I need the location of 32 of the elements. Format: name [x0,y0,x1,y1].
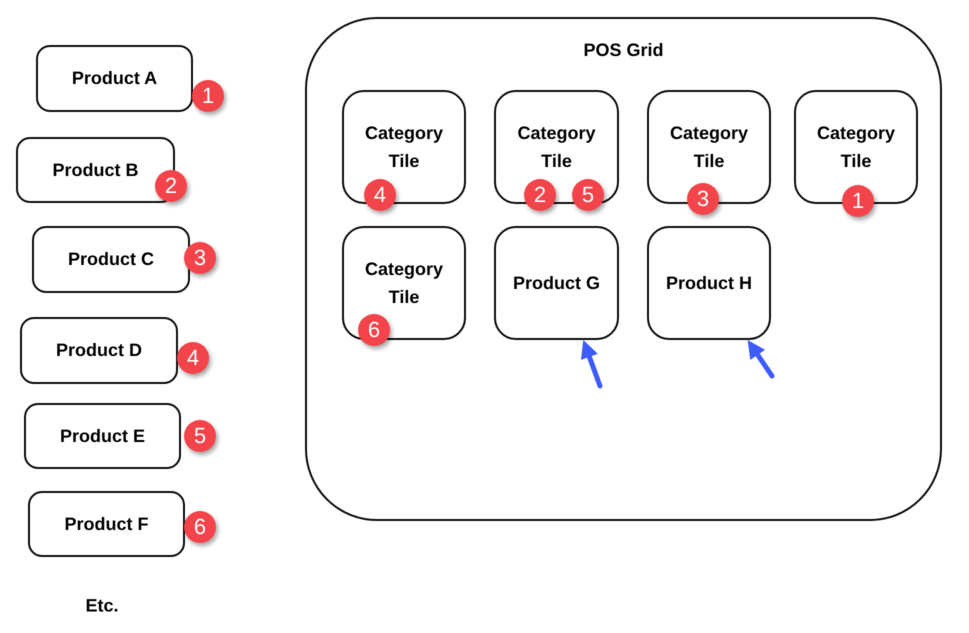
grid-title: POS Grid [584,40,664,61]
product-tile [647,226,771,340]
tile-label: Category Tile [668,122,750,173]
callout-number: 1 [192,80,224,112]
callout-number: 4 [177,342,209,374]
product-label: Product D [56,340,142,361]
callout-number: 6 [358,314,390,346]
arrow [580,338,602,388]
tile-label: Category Tile [364,258,444,309]
product-label: Product H [666,272,752,294]
callout-number: 5 [572,179,604,211]
callout-number: 4 [364,179,396,211]
callout-number: 2 [155,170,187,202]
callout-number: 2 [524,179,556,211]
product-label: Product A [72,68,158,89]
product-label: Product E [60,426,145,446]
note-text: Etc. [86,596,118,616]
product-label: Product F [64,514,148,534]
product-label: Product G [512,272,600,294]
tile-label: Category Tile [516,122,597,173]
tile-label: Category Tile [364,122,444,173]
arrow [745,338,774,378]
callout-number: 1 [842,185,874,217]
product-tile [494,226,619,340]
product-label: Product B [52,160,138,180]
callout-number: 3 [687,183,719,215]
grid-panel [305,17,942,521]
callout-number: 6 [184,511,216,543]
tile-label: Category Tile [816,122,896,173]
callout-number: 3 [184,242,216,274]
callout-number: 5 [184,420,216,452]
product-label: Product C [68,249,154,270]
